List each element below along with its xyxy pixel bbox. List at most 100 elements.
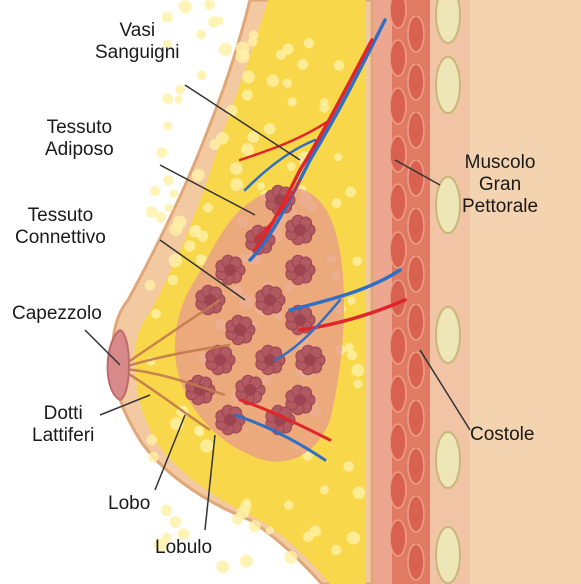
rib [436, 432, 460, 488]
fat-globule [242, 90, 253, 101]
fat-globule [168, 275, 178, 285]
rib [436, 527, 460, 583]
fat-globule [148, 452, 159, 463]
lobule [264, 294, 276, 306]
rib [436, 307, 460, 363]
fat-globule [304, 38, 314, 48]
label-capezzolo: Capezzolo [12, 303, 102, 325]
muscle-fibre [390, 424, 406, 460]
fat-globule [303, 531, 314, 542]
fat-globule [194, 426, 204, 436]
muscle-fibre [390, 472, 406, 508]
fat-globule [282, 79, 291, 88]
muscle-fibre [408, 256, 424, 292]
lobule [294, 314, 306, 326]
muscle-fibre [408, 400, 424, 436]
label-tessuto-connettivo: Tessuto Connettivo [15, 205, 106, 249]
fat-globule [175, 96, 183, 104]
lobule [244, 384, 256, 396]
fat-globule [319, 103, 329, 113]
fat-globule [347, 297, 355, 305]
muscle-fibre [408, 64, 424, 100]
fat-globule [219, 43, 232, 56]
muscle-fibre [390, 328, 406, 364]
fat-globule [353, 487, 366, 500]
fat-globule [203, 203, 213, 213]
torso-skin-background [470, 0, 581, 584]
muscle-fibre [408, 160, 424, 196]
fat-globule [284, 551, 297, 564]
muscle-fibre [390, 376, 406, 412]
muscle-fibre [408, 16, 424, 52]
fat-globule [175, 85, 185, 95]
rib [436, 57, 460, 113]
fat-globule [240, 554, 253, 567]
fat-globule [354, 379, 363, 388]
fat-globule [345, 187, 356, 198]
fat-globule [249, 520, 261, 532]
fat-globule [164, 122, 173, 131]
label-lobulo: Lobulo [155, 537, 212, 559]
label-dotti-lattiferi: Dotti Lattiferi [32, 403, 94, 447]
fat-globule [173, 215, 187, 229]
muscle-fibre [390, 184, 406, 220]
fat-globule [320, 485, 329, 494]
fat-globule [257, 182, 265, 190]
fat-globule [146, 206, 158, 218]
fat-globule [347, 531, 360, 544]
label-vasi-sanguigni: Vasi Sanguigni [95, 20, 180, 64]
fat-globule [266, 526, 274, 534]
fat-globule [298, 59, 309, 70]
muscle-fibre [390, 232, 406, 268]
fat-globule [151, 309, 161, 319]
fat-globule [343, 461, 353, 471]
muscle-fibre [408, 544, 424, 580]
fat-globule [145, 280, 156, 291]
fat-globule [209, 139, 220, 150]
fat-globule [162, 93, 173, 104]
fat-globule [155, 212, 166, 223]
label-lobo: Lobo [108, 493, 150, 515]
fat-globule [150, 186, 160, 196]
fat-globule [163, 175, 174, 186]
lobule [224, 264, 236, 276]
fat-globule [169, 516, 181, 528]
muscle-fibre [408, 304, 424, 340]
fat-globule [331, 545, 341, 555]
muscle-fibre [390, 0, 406, 28]
fat-globule [196, 29, 206, 39]
fat-globule [276, 49, 286, 59]
muscle-fibre [408, 496, 424, 532]
muscle-fibre [390, 280, 406, 316]
fat-globule [184, 240, 195, 251]
fat-globule [284, 500, 293, 509]
fat-globule [334, 153, 342, 161]
lobule [304, 354, 316, 366]
fat-globule [197, 70, 207, 80]
lobule [234, 324, 246, 336]
rib [436, 0, 460, 43]
fat-globule [242, 71, 255, 84]
muscle-fibre [408, 208, 424, 244]
muscle-fibre [390, 136, 406, 172]
fat-globule [232, 513, 243, 524]
fat-globule [351, 364, 364, 377]
fat-globule [230, 162, 243, 175]
lobule [294, 394, 306, 406]
fat-globule [215, 17, 223, 25]
fat-globule [216, 561, 229, 574]
fat-globule [236, 41, 250, 55]
fat-globule [204, 0, 215, 10]
fat-globule [332, 198, 341, 207]
fat-globule [193, 225, 201, 233]
fat-globule [247, 37, 257, 47]
fat-globule [200, 439, 213, 452]
fat-globule [352, 257, 361, 266]
lobule [214, 354, 226, 366]
fat-globule [287, 162, 296, 171]
fat-globule [345, 343, 354, 352]
fat-globule [179, 0, 192, 13]
muscle-fibre [390, 40, 406, 76]
fat-globule [264, 123, 276, 135]
